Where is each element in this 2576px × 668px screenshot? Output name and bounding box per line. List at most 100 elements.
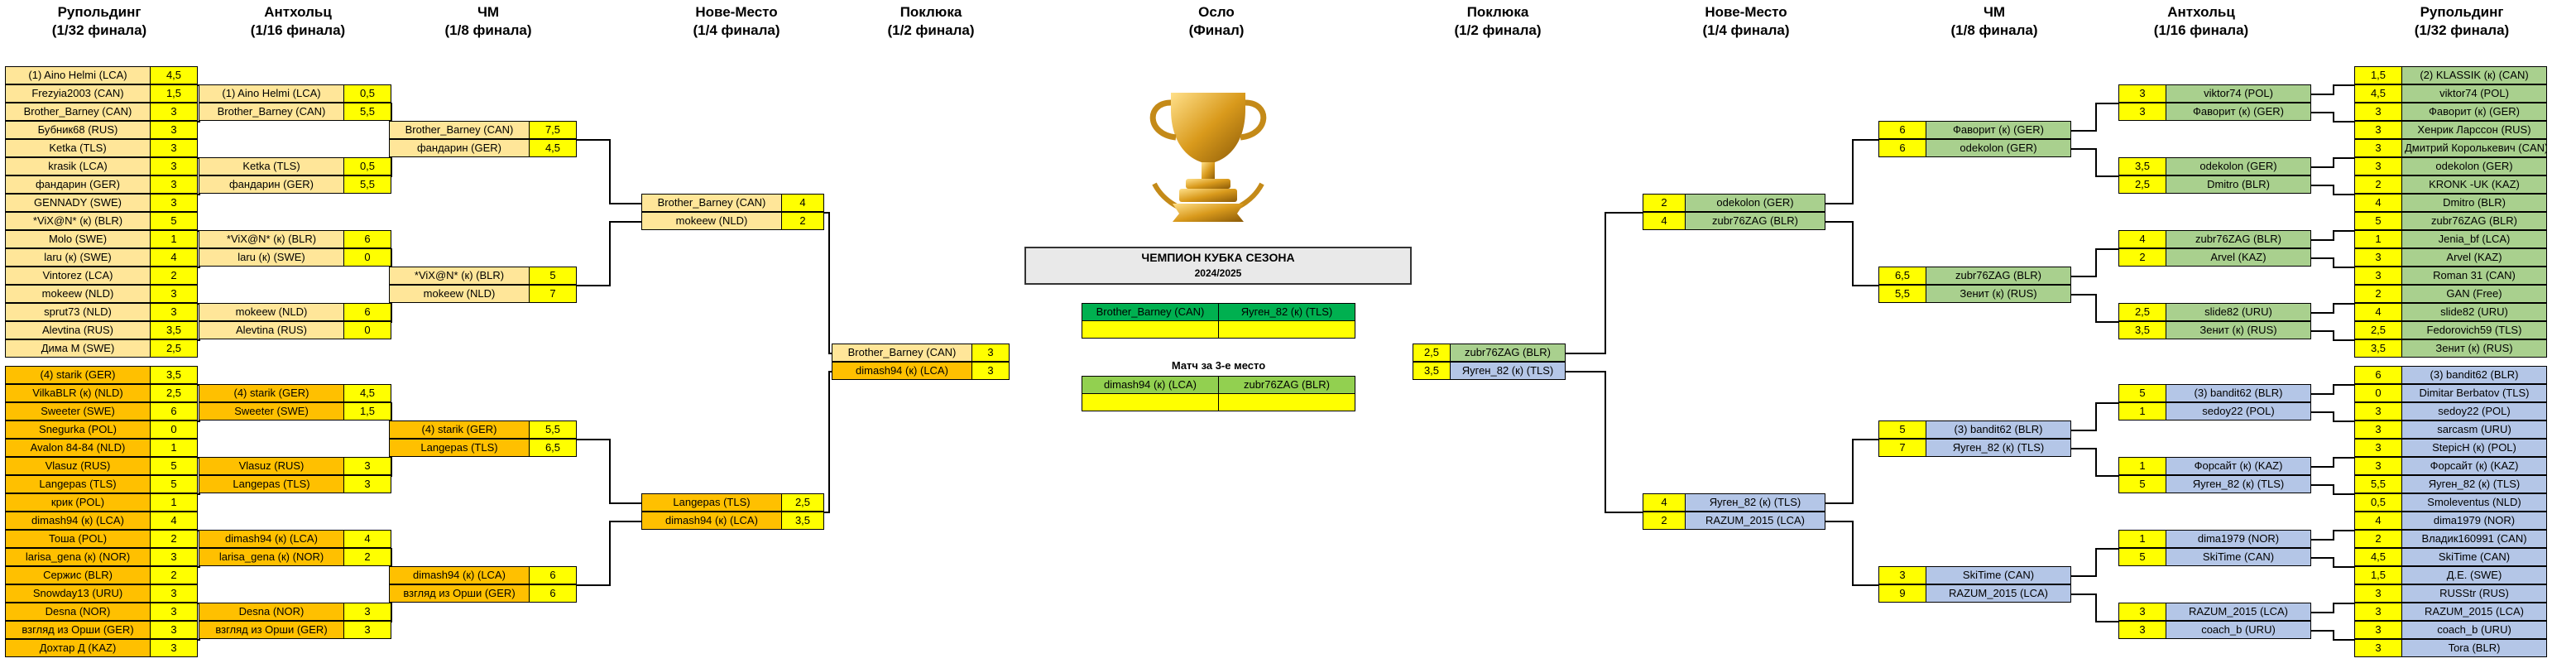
player-cell-right[interactable]: Arvel (KAZ)	[2166, 248, 2311, 267]
player-cell-left[interactable]: фандарин (GER)	[199, 175, 344, 194]
player-cell-right[interactable]: viktor74 (POL)	[2401, 84, 2547, 103]
player-cell-left[interactable]: Vlasuz (RUS)	[199, 457, 344, 475]
player-cell-right[interactable]: Jenia_bf (LCA)	[2401, 230, 2547, 248]
player-cell-right[interactable]: Roman 31 (CAN)	[2401, 267, 2547, 285]
player-cell-left[interactable]: (1) Aino Helmi (LCA)	[5, 66, 151, 84]
player-cell-left[interactable]: Ketka (TLS)	[199, 157, 344, 175]
player-cell-left[interactable]: Сержис (BLR)	[5, 566, 151, 584]
player-cell-right[interactable]: Зенит (к) (RUS)	[1926, 285, 2071, 303]
player-cell-right[interactable]: Д.Е. (SWE)	[2401, 566, 2547, 584]
player-cell-right[interactable]: SkiTime (CAN)	[2166, 548, 2311, 566]
player-cell-left[interactable]: Langepas (TLS)	[389, 439, 530, 457]
player-cell-right[interactable]: odekolon (GER)	[1926, 139, 2071, 157]
player-cell-right[interactable]: dima1979 (NOR)	[2166, 530, 2311, 548]
player-cell-left[interactable]: Snowday13 (URU)	[5, 584, 151, 603]
player-cell-right[interactable]: Зенит (к) (RUS)	[2401, 339, 2547, 358]
player-cell-left[interactable]: Avalon 84-84 (NLD)	[5, 439, 151, 457]
player-cell-left[interactable]: *ViX@N* (к) (BLR)	[5, 212, 151, 230]
player-cell-left[interactable]: mokeew (NLD)	[641, 212, 782, 230]
player-cell-left[interactable]: mokeew (NLD)	[199, 303, 344, 321]
final-player-1[interactable]: Brother_Barney (CAN)	[1082, 303, 1219, 321]
player-cell-right[interactable]: Яуген_82 (к) (TLS)	[1926, 439, 2071, 457]
player-cell-left[interactable]: Ketka (TLS)	[5, 139, 151, 157]
player-cell-right[interactable]: Fedorovich59 (TLS)	[2401, 321, 2547, 339]
player-cell-right[interactable]: RAZUM_2015 (LCA)	[2401, 603, 2547, 621]
player-cell-right[interactable]: StepicH (к) (POL)	[2401, 439, 2547, 457]
player-cell-left[interactable]: dimash94 (к) (LCA)	[5, 512, 151, 530]
player-cell-left[interactable]: (4) starik (GER)	[199, 384, 344, 402]
player-cell-right[interactable]: RAZUM_2015 (LCA)	[1685, 512, 1825, 530]
third-place-player-1[interactable]: dimash94 (к) (LCA)	[1082, 376, 1219, 394]
player-cell-left[interactable]: Alevtina (RUS)	[5, 321, 151, 339]
final-player-2[interactable]: Яуген_82 (к) (TLS)	[1218, 303, 1355, 321]
player-cell-right[interactable]: Dmitro (BLR)	[2166, 175, 2311, 194]
player-cell-left[interactable]: sprut73 (NLD)	[5, 303, 151, 321]
player-cell-right[interactable]: slide82 (URU)	[2401, 303, 2547, 321]
player-cell-right[interactable]: sarcasm (URU)	[2401, 421, 2547, 439]
player-cell-right[interactable]: Форсайт (к) (KAZ)	[2166, 457, 2311, 475]
player-cell-right[interactable]: zubr76ZAG (BLR)	[2401, 212, 2547, 230]
player-cell-right[interactable]: Яуген_82 (к) (TLS)	[2166, 475, 2311, 493]
player-cell-right[interactable]: coach_b (URU)	[2166, 621, 2311, 639]
player-cell-left[interactable]: Snegurka (POL)	[5, 421, 151, 439]
player-cell-left[interactable]: larisa_gena (к) (NOR)	[199, 548, 344, 566]
player-cell-left[interactable]: взгляд из Орши (GER)	[199, 621, 344, 639]
player-cell-left[interactable]: Brother_Barney (CAN)	[832, 344, 972, 362]
player-cell-left[interactable]: Langepas (TLS)	[199, 475, 344, 493]
player-cell-left[interactable]: (4) starik (GER)	[5, 366, 151, 384]
player-cell-right[interactable]: zubr76ZAG (BLR)	[1450, 344, 1566, 362]
player-cell-right[interactable]: (2) KLASSIK (к) (CAN)	[2401, 66, 2547, 84]
player-cell-left[interactable]: dimash94 (к) (LCA)	[389, 566, 530, 584]
player-cell-left[interactable]: krasik (LCA)	[5, 157, 151, 175]
player-cell-left[interactable]: VilkaBLR (к) (NLD)	[5, 384, 151, 402]
player-cell-right[interactable]: odekolon (GER)	[2401, 157, 2547, 175]
player-cell-right[interactable]: SkiTime (CAN)	[2401, 548, 2547, 566]
player-cell-left[interactable]: laru (к) (SWE)	[5, 248, 151, 267]
player-cell-right[interactable]: zubr76ZAG (BLR)	[2166, 230, 2311, 248]
player-cell-left[interactable]: Frezyia2003 (CAN)	[5, 84, 151, 103]
player-cell-right[interactable]: Хенрик Ларссон (RUS)	[2401, 121, 2547, 139]
player-cell-right[interactable]: Яуген_82 (к) (TLS)	[2401, 475, 2547, 493]
player-cell-left[interactable]: Desna (NOR)	[199, 603, 344, 621]
player-cell-left[interactable]: взгляд из Орши (GER)	[389, 584, 530, 603]
player-cell-left[interactable]: Vintorez (LCA)	[5, 267, 151, 285]
player-cell-right[interactable]: odekolon (GER)	[1685, 194, 1825, 212]
player-cell-left[interactable]: Sweeter (SWE)	[5, 402, 151, 421]
player-cell-left[interactable]: Sweeter (SWE)	[199, 402, 344, 421]
player-cell-right[interactable]: Форсайт (к) (KAZ)	[2401, 457, 2547, 475]
player-cell-right[interactable]: (3) bandit62 (BLR)	[2166, 384, 2311, 402]
player-cell-right[interactable]: RAZUM_2015 (LCA)	[1926, 584, 2071, 603]
player-cell-right[interactable]: Фаворит (к) (GER)	[2166, 103, 2311, 121]
player-cell-left[interactable]: Langepas (TLS)	[5, 475, 151, 493]
player-cell-left[interactable]: Brother_Barney (CAN)	[5, 103, 151, 121]
player-cell-right[interactable]: odekolon (GER)	[2166, 157, 2311, 175]
player-cell-right[interactable]: Яуген_82 (к) (TLS)	[1450, 362, 1566, 380]
player-cell-left[interactable]: mokeew (NLD)	[5, 285, 151, 303]
player-cell-right[interactable]: zubr76ZAG (BLR)	[1926, 267, 2071, 285]
player-cell-right[interactable]: Dmitro (BLR)	[2401, 194, 2547, 212]
player-cell-left[interactable]: Langepas (TLS)	[641, 493, 782, 512]
player-cell-left[interactable]: Brother_Barney (CAN)	[389, 121, 530, 139]
player-cell-right[interactable]: Фаворит (к) (GER)	[2401, 103, 2547, 121]
player-cell-right[interactable]: zubr76ZAG (BLR)	[1685, 212, 1825, 230]
player-cell-left[interactable]: Бубник68 (RUS)	[5, 121, 151, 139]
player-cell-right[interactable]: RUSStr (RUS)	[2401, 584, 2547, 603]
player-cell-left[interactable]: Дима М (SWE)	[5, 339, 151, 358]
player-cell-right[interactable]: Зенит (к) (RUS)	[2166, 321, 2311, 339]
player-cell-left[interactable]: Molo (SWE)	[5, 230, 151, 248]
player-cell-right[interactable]: Фаворит (к) (GER)	[1926, 121, 2071, 139]
player-cell-left[interactable]: Vlasuz (RUS)	[5, 457, 151, 475]
player-cell-left[interactable]: Дохтар Д (KAZ)	[5, 639, 151, 657]
player-cell-left[interactable]: *ViX@N* (к) (BLR)	[199, 230, 344, 248]
player-cell-right[interactable]: slide82 (URU)	[2166, 303, 2311, 321]
player-cell-right[interactable]: Яуген_82 (к) (TLS)	[1685, 493, 1825, 512]
player-cell-left[interactable]: mokeew (NLD)	[389, 285, 530, 303]
player-cell-right[interactable]: RAZUM_2015 (LCA)	[2166, 603, 2311, 621]
player-cell-left[interactable]: dimash94 (к) (LCA)	[199, 530, 344, 548]
player-cell-left[interactable]: Тоша (POL)	[5, 530, 151, 548]
player-cell-right[interactable]: dima1979 (NOR)	[2401, 512, 2547, 530]
player-cell-left[interactable]: фандарин (GER)	[5, 175, 151, 194]
player-cell-right[interactable]: (3) bandit62 (BLR)	[2401, 366, 2547, 384]
player-cell-left[interactable]: взгляд из Орши (GER)	[5, 621, 151, 639]
player-cell-right[interactable]: KRONK -UK (KAZ)	[2401, 175, 2547, 194]
